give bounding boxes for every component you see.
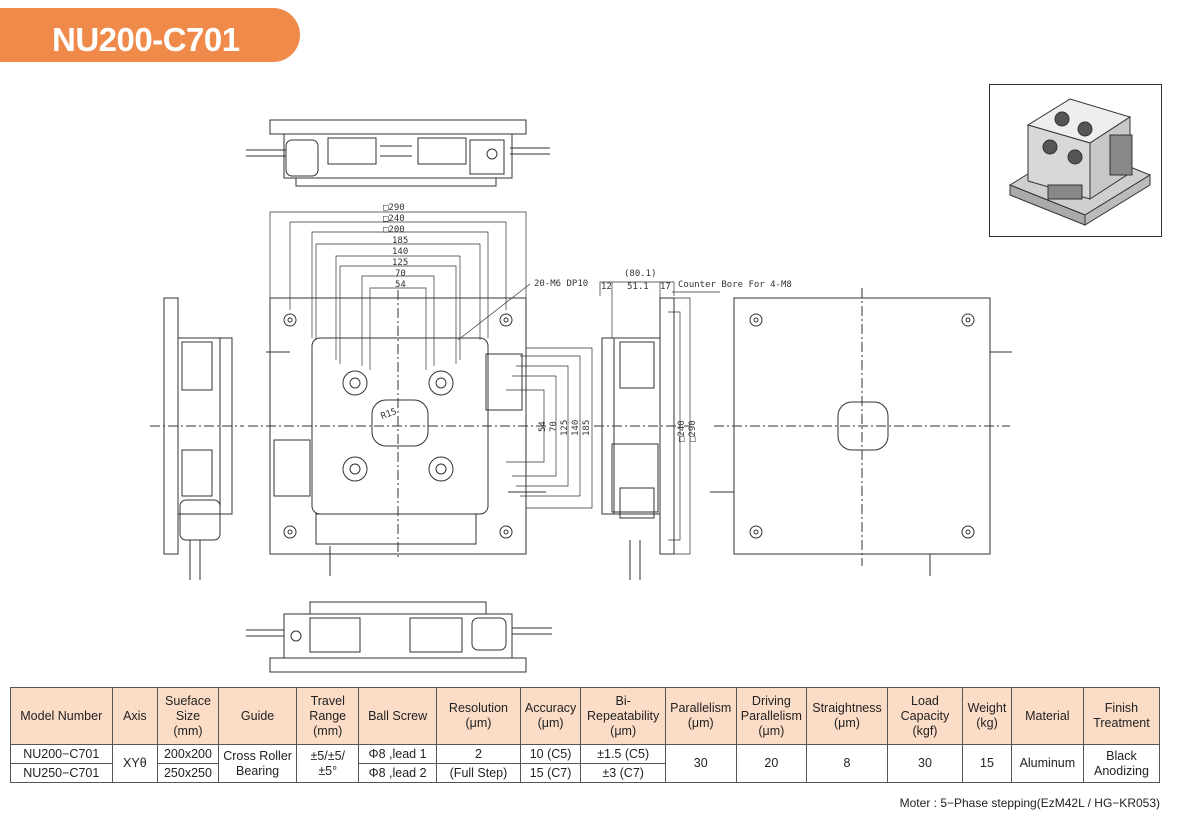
- cell-screw-2: Φ8 ,lead 2: [357, 763, 438, 783]
- cell-accuracy-1: 10 (C5): [519, 744, 582, 764]
- sdim-overall: (80.1): [624, 269, 657, 279]
- th-axis: Axis: [111, 687, 159, 745]
- th-driving-parallelism: Driving Parallelism (μm): [735, 687, 808, 745]
- drawing-svg: □290 □240 □200 185 140 125 70 54 20-M6 D…: [150, 119, 1012, 673]
- rdim-185: 185: [582, 420, 592, 436]
- cell-bi-rep-2: ±3 (C7): [580, 763, 666, 783]
- counter-bore-note: Counter Bore For 4-M8: [678, 280, 792, 290]
- rdim-125: 125: [560, 420, 570, 436]
- th-travel: Travel Range (mm): [296, 687, 359, 745]
- th-size: Sueface Size (mm): [157, 687, 219, 745]
- side-dimension-labels: □240 □290 (80.1) 12 51.1 17: [601, 269, 698, 442]
- cell-guide: Cross Roller Bearing: [217, 744, 298, 783]
- dim-200: □200: [383, 225, 405, 235]
- th-screw: Ball Screw: [357, 687, 438, 745]
- dim-185: 185: [392, 236, 408, 246]
- th-straightness: Straightness (μm): [806, 687, 888, 745]
- cell-model-2: NU250−C701: [10, 763, 113, 783]
- th-weight: Weight (kg): [962, 687, 1012, 745]
- th-parallelism: Parallelism (μm): [664, 687, 737, 745]
- table-header-row: Model Number Axis Sueface Size (mm) Guid…: [10, 687, 1161, 745]
- cell-model-1: NU200−C701: [10, 744, 113, 764]
- rotation-mark: R15: [380, 407, 399, 422]
- th-material: Material: [1010, 687, 1084, 745]
- th-model: Model Number: [10, 687, 113, 745]
- cell-driving: 20: [735, 744, 808, 783]
- dim-140: 140: [392, 247, 408, 257]
- dim-54: 54: [395, 280, 406, 290]
- th-bi-repeatability: Bi-Repeatability (μm): [580, 687, 666, 745]
- product-title: NU200-C701: [52, 21, 240, 58]
- th-resolution: Resolution (μm): [436, 687, 521, 745]
- spec-table: Model Number Axis Sueface Size (mm) Guid…: [10, 687, 1161, 783]
- main-top-view: [248, 211, 593, 576]
- top-dimension-labels: □290 □240 □200 185 140 125 70 54: [383, 203, 408, 290]
- right-side-view: [594, 281, 720, 580]
- rdim-54: 54: [538, 421, 548, 432]
- cell-resolution-1: 2: [436, 744, 521, 764]
- cell-parallelism: 30: [664, 744, 737, 783]
- sdim-290: □290: [688, 420, 698, 442]
- bottom-view: [710, 288, 1012, 576]
- rdim-140: 140: [571, 420, 581, 436]
- th-accuracy: Accuracy (μm): [519, 687, 582, 745]
- cell-accuracy-2: 15 (C7): [519, 763, 582, 783]
- sdim-c: 17: [660, 282, 671, 292]
- isometric-illustration: [1008, 98, 1152, 226]
- th-finish: Finish Treatment: [1082, 687, 1161, 745]
- bottom-side-view: [246, 601, 552, 673]
- cell-size-2: 250x250: [157, 763, 219, 783]
- dim-70: 70: [395, 269, 406, 279]
- cell-travel: ±5/±5/ ±5°: [296, 744, 359, 783]
- top-side-view: [246, 119, 550, 187]
- motor-footnote: Moter : 5−Phase stepping(EzM42L / HG−KR0…: [899, 796, 1160, 810]
- sdim-240: □240: [677, 420, 687, 442]
- sdim-b: 51.1: [627, 282, 649, 292]
- table-row: NU200−C701 XYθ 200x200 Cross Roller Bear…: [10, 744, 1161, 783]
- left-side-view: [150, 297, 244, 580]
- cell-load: 30: [886, 744, 964, 783]
- cell-material: Aluminum: [1010, 744, 1084, 783]
- technical-drawing: □290 □240 □200 185 140 125 70 54 20-M6 D…: [150, 119, 1012, 673]
- th-load-capacity: Load Capacity (kgf): [886, 687, 964, 745]
- th-guide: Guide: [217, 687, 298, 745]
- cell-bi-rep-1: ±1.5 (C5): [580, 744, 666, 764]
- isometric-thumbnail: [989, 84, 1162, 237]
- cell-screw-1: Φ8 ,lead 1: [357, 744, 438, 764]
- hole-note: 20-M6 DP10: [534, 279, 588, 289]
- right-dimension-labels: 54 70 125 140 185: [538, 420, 592, 436]
- title-tab: NU200-C701: [0, 8, 300, 62]
- cell-weight: 15: [962, 744, 1012, 783]
- cell-resolution-2: (Full Step): [436, 763, 521, 783]
- cell-straightness: 8: [806, 744, 888, 783]
- sdim-a: 12: [601, 282, 612, 292]
- dim-125: 125: [392, 258, 408, 268]
- cell-axis: XYθ: [111, 744, 159, 783]
- cell-size-1: 200x200: [157, 744, 219, 764]
- rdim-70: 70: [549, 421, 559, 432]
- cell-finish: Black Anodizing: [1082, 744, 1161, 783]
- table-row: NU250−C701 250x250 Φ8 ,lead 2 (Full Step…: [10, 763, 1160, 783]
- dim-290: □290: [383, 203, 405, 213]
- dim-240: □240: [383, 214, 405, 224]
